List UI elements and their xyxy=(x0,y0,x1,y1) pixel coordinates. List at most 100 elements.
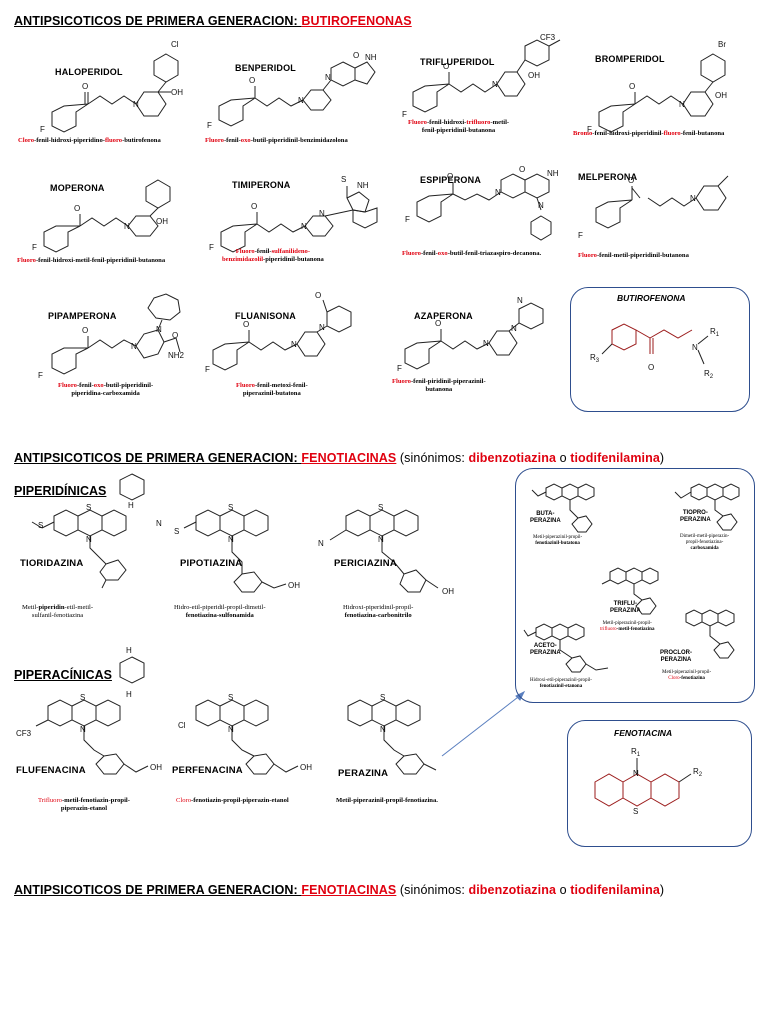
subsection-piperacinicas: PIPERACÍNICAS xyxy=(14,668,112,682)
caption-perfenacina: Cloro-fenotiazin-propil-piperazin-etanol xyxy=(176,797,289,804)
n-atom: N xyxy=(483,339,489,348)
o-atom: O xyxy=(315,291,321,300)
caption-tioproperazina: Dimetil-metil-piperazin-propil-fenotiazi… xyxy=(680,534,730,551)
structure-melperona: N O F xyxy=(578,175,729,240)
section-title-fenotiacinas-repeat: ANTIPSICOTICOS DE PRIMERA GENERACION: FE… xyxy=(14,883,665,897)
o-atom: O xyxy=(443,62,449,71)
f-atom: F xyxy=(205,365,210,374)
o-atom: O xyxy=(82,326,88,335)
butirofenona-scaffold-box xyxy=(570,287,750,412)
structure-pipamperona: N O NH2 N O F xyxy=(38,293,185,380)
structure-azaperona: N N N O F xyxy=(397,296,544,373)
section-prefix: ANTIPSICOTICOS DE PRIMERA GENERACION: xyxy=(14,14,302,28)
structure-piperazine: H H xyxy=(119,646,145,699)
drug-name-pipotiazina: PIPOTIAZINA xyxy=(180,558,243,569)
r3-label: R3 xyxy=(590,353,600,364)
section-title-butirofenonas: ANTIPSICOTICOS DE PRIMERA GENERACION: BU… xyxy=(14,14,412,28)
cf3-label: CF3 xyxy=(540,33,556,42)
section-group: BUTIROFENONAS xyxy=(301,14,412,28)
f-atom: F xyxy=(402,110,407,119)
n-atom: N xyxy=(318,539,324,548)
nh-atom: NH xyxy=(547,169,559,178)
o-atom: O xyxy=(251,202,257,211)
f-atom: F xyxy=(405,215,410,224)
drug-name-butaperazina: BUTA-PERAZINA xyxy=(530,511,561,524)
oh-atom: OH xyxy=(528,71,540,80)
caption-butaperazina: Metil-piperazinil-propil-fenotiazinil-bu… xyxy=(533,535,583,546)
h-label: H xyxy=(126,690,132,699)
o-atom: O xyxy=(243,320,249,329)
fenotiacina-scaffold-box xyxy=(567,720,752,847)
n-atom: N xyxy=(492,80,498,89)
caption-tioridazina: Metil-piperidin-etil-metil- sulfanil-fen… xyxy=(22,604,94,619)
caption-acetoperazina: Hidroxi-etil-piperazinil-propil-fenotiaz… xyxy=(530,678,592,689)
drug-name-azaperona: AZAPERONA xyxy=(414,311,473,321)
structure-butaperazina xyxy=(531,483,595,533)
caption-pipamperona: Fluoro-fenil-oxo-butil-piperidinil- pipe… xyxy=(58,382,154,397)
s-atom: S xyxy=(633,807,638,816)
drug-name-bromperidol: BROMPERIDOL xyxy=(595,54,665,64)
n-atom: N xyxy=(679,100,685,109)
caption-haloperidol: Cloro-fenil-hidroxi-piperidino-fluoro-bu… xyxy=(18,137,161,144)
n-atom: N xyxy=(228,535,234,544)
r1-label: R1 xyxy=(710,327,720,338)
oh-atom: OH xyxy=(288,581,300,590)
n-atom: N xyxy=(156,519,162,528)
structure-flufenacina: S CF3 N OH xyxy=(16,693,162,775)
subsection-piperidinicas: PIPERIDÍNICAS xyxy=(14,484,107,498)
n-atom: N xyxy=(511,324,517,333)
oh-atom: OH xyxy=(150,763,162,772)
oh-atom: OH xyxy=(156,217,168,226)
s-atom: S xyxy=(380,693,385,702)
caption-azaperona: Fluoro-fenil-piridinil-piperazinil- buta… xyxy=(392,378,486,393)
drug-name-haloperidol: HALOPERIDOL xyxy=(55,67,123,77)
structure-piperidine: H xyxy=(119,473,145,510)
n-atom: N xyxy=(301,222,307,231)
s-atom: S xyxy=(86,503,91,512)
nh-atom: NH xyxy=(357,181,369,190)
n-atom: N xyxy=(692,343,698,352)
caption-fluanisona: Fluoro-fenil-metoxi-fenil- piperazinil-b… xyxy=(236,382,308,397)
drug-name-flufenacina: FLUFENACINA xyxy=(16,765,86,776)
oh-atom: OH xyxy=(171,88,183,97)
oh-atom: OH xyxy=(442,587,454,596)
o-atom: O xyxy=(435,319,441,328)
oh-atom: OH xyxy=(715,91,727,100)
structure-fenotiacina-scaffold: R1 N R2 S xyxy=(594,747,703,816)
structure-timiperona: S NH N N O F xyxy=(209,175,378,253)
n-atom: N xyxy=(86,535,92,544)
structure-trifluperidol: CF3 OH N O F xyxy=(402,33,561,119)
structure-pipotiazina: S S N N OH xyxy=(156,503,300,593)
n-atom: N xyxy=(156,325,162,334)
structure-haloperidol: Cl OH N O F xyxy=(40,40,183,134)
caption-flufenacina: Trifluoro-metil-fenotiazin-propil- piper… xyxy=(38,797,130,812)
n-atom: N xyxy=(380,725,386,734)
h-label: H xyxy=(128,501,134,510)
drug-name-melperona: MELPERONA xyxy=(578,172,638,182)
n-atom: N xyxy=(517,296,523,305)
caption-trifluperidol: Fluoro-fenil-hidroxi-trifluoro-metil- fe… xyxy=(408,119,510,134)
perazinas-box xyxy=(515,468,755,703)
o-atom: O xyxy=(249,76,255,85)
o-atom: O xyxy=(447,172,453,181)
structure-bromperidol: Br OH N O F xyxy=(587,40,727,134)
drug-name-moperona: MOPERONA xyxy=(50,183,105,193)
drug-name-timiperona: TIMIPERONA xyxy=(232,180,291,190)
caption-moperona: Fluoro-fenil-hidroxi-metil-fenil-piperid… xyxy=(17,257,166,264)
section-title-fenotiacinas: ANTIPSICOTICOS DE PRIMERA GENERACION: FE… xyxy=(14,451,665,465)
f-atom: F xyxy=(397,364,402,373)
drug-name-tioproperazina: TIOPRO-PERAZINA xyxy=(680,510,711,523)
structure-butirofenona-scaffold: R3 O N R1 R2 xyxy=(590,323,720,380)
o-atom: O xyxy=(648,363,654,372)
s-atom: S xyxy=(341,175,346,184)
drug-name-perfenacina: PERFENACINA xyxy=(172,765,243,776)
structure-proclorperazina xyxy=(685,609,735,659)
f-atom: F xyxy=(578,231,583,240)
drug-name-trifluperidol: TRIFLUPERIDOL xyxy=(420,57,495,67)
s-atom: S xyxy=(80,693,85,702)
o-atom: O xyxy=(172,331,178,340)
h-label: H xyxy=(126,646,132,655)
drug-name-trifluperazina: TRIFLU-PERAZINA xyxy=(610,601,641,614)
drug-name-espiperona: ESPIPERONA xyxy=(420,175,482,185)
nh-atom: NH xyxy=(365,53,377,62)
